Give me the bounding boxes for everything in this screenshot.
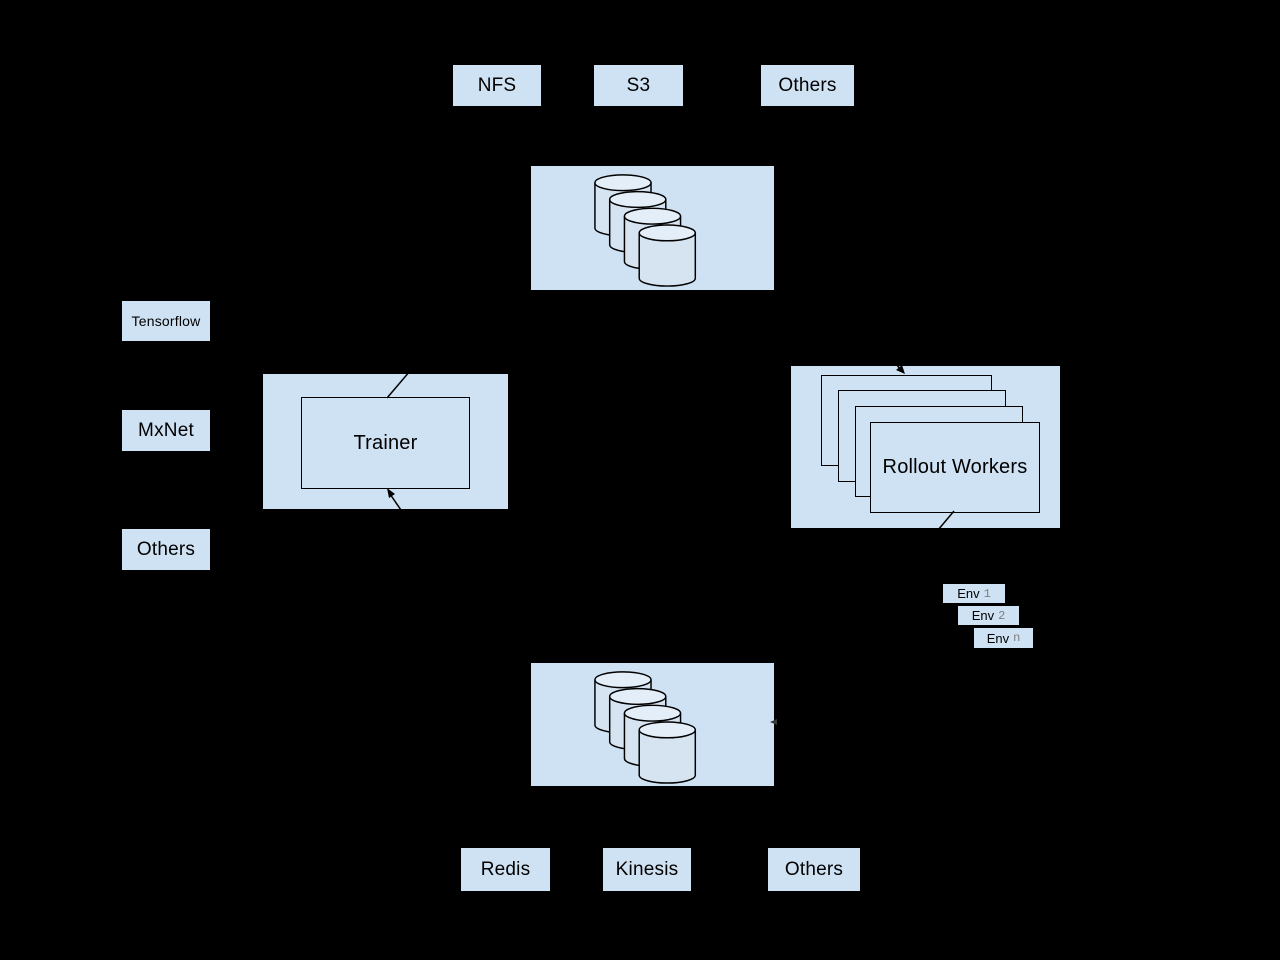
node-buffer-top [530, 165, 775, 291]
node-rollout-workers: Rollout Workers [870, 422, 1040, 513]
node-trainer: Trainer [301, 397, 470, 489]
node-trainer-group: Trainer [262, 373, 509, 510]
database-cylinders-icon [594, 671, 697, 784]
node-others-framework: Others [121, 528, 211, 571]
node-buffer-bottom [530, 662, 775, 787]
node-mxnet: MxNet [121, 409, 211, 452]
env-index: n [1013, 631, 1021, 645]
node-rollout-group: Rollout Workers [790, 365, 1061, 529]
node-redis: Redis [460, 847, 551, 892]
node-env-2: Env 2 [957, 605, 1020, 626]
node-others-storage: Others [760, 64, 855, 107]
node-kinesis: Kinesis [602, 847, 692, 892]
env-label: Env [986, 630, 1010, 646]
node-tensorflow: Tensorflow [121, 300, 211, 342]
env-label: Env [957, 586, 980, 601]
env-index: 1 [983, 586, 991, 601]
node-others-queue: Others [767, 847, 861, 892]
node-nfs: NFS [452, 64, 542, 107]
env-label: Env [971, 608, 995, 623]
node-env-n: Env n [973, 627, 1034, 649]
database-cylinders-icon [594, 174, 697, 287]
node-s3: S3 [593, 64, 684, 107]
node-env-1: Env 1 [942, 583, 1006, 604]
env-index: 2 [998, 608, 1006, 623]
